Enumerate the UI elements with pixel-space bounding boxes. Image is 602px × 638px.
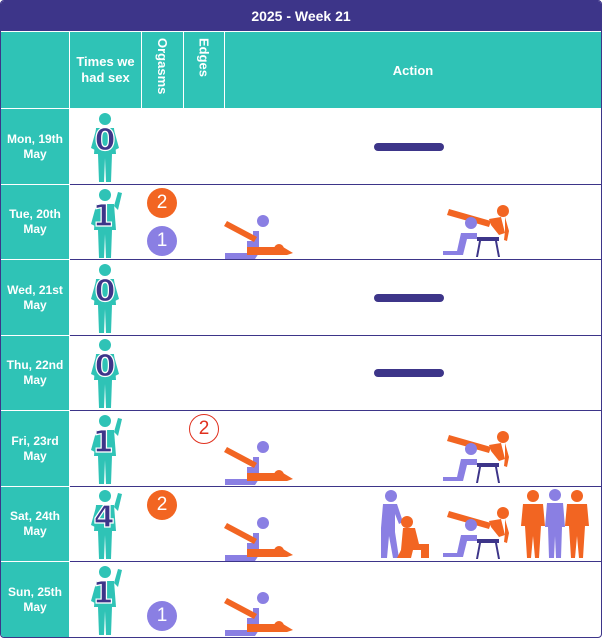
day-label: Sat, 24th May xyxy=(1,487,69,561)
header-divider xyxy=(183,32,184,108)
header-action: Action xyxy=(225,32,601,108)
row-divider xyxy=(69,259,601,260)
orgasm-count-her: 2 xyxy=(147,188,177,218)
times-count: 0 xyxy=(95,274,116,309)
position-doggy-icon xyxy=(224,215,293,259)
row-divider xyxy=(69,335,601,336)
position-kneeling-icon xyxy=(381,490,429,558)
header-edges-label: Edges xyxy=(196,38,212,78)
person-holding-number-icon: 0 xyxy=(91,264,119,333)
day-label: Wed, 21st May xyxy=(1,260,69,335)
times-count: 4 xyxy=(94,500,115,535)
position-doggy-icon xyxy=(224,441,293,485)
times-count: 0 xyxy=(95,123,116,158)
day-label: Tue, 20th May xyxy=(1,185,69,259)
times-count: 1 xyxy=(93,199,114,234)
row-divider xyxy=(69,486,601,487)
times-count: 1 xyxy=(93,576,114,611)
person-holding-number-icon: 1 xyxy=(91,566,122,635)
position-chair-icon xyxy=(443,205,509,257)
column-divider xyxy=(69,32,70,637)
edge-count: 2 xyxy=(189,414,219,444)
position-chair-icon xyxy=(443,507,509,559)
position-doggy-icon xyxy=(224,592,293,636)
header-times: Times we had sex xyxy=(70,32,141,108)
orgasm-count-her: 2 xyxy=(147,490,177,520)
times-count: 0 xyxy=(95,349,116,384)
header-divider xyxy=(141,32,142,108)
person-holding-number-icon: 1 xyxy=(91,189,122,258)
row-divider xyxy=(69,561,601,562)
no-action-dash xyxy=(374,294,444,302)
times-count: 1 xyxy=(93,425,114,460)
day-label: Fri, 23rd May xyxy=(1,411,69,486)
day-label: Mon, 19th May xyxy=(1,109,69,184)
group-three-people-icon xyxy=(521,489,589,558)
orgasm-count-him: 1 xyxy=(147,601,177,631)
orgasm-count-him: 1 xyxy=(147,226,177,256)
no-action-dash xyxy=(374,143,444,151)
row-divider xyxy=(69,184,601,185)
header-times-label: Times we had sex xyxy=(76,54,135,85)
position-doggy-icon xyxy=(224,517,293,561)
week-title: 2025 - Week 21 xyxy=(1,1,601,31)
header-action-label: Action xyxy=(392,62,434,78)
position-chair-icon xyxy=(443,431,509,483)
person-holding-number-icon: 4 xyxy=(91,490,122,559)
day-label: Sun, 25th May xyxy=(1,562,69,637)
header-orgasms-label: Orgasms xyxy=(155,38,170,95)
day-label: Thu, 22nd May xyxy=(1,336,69,410)
header-orgasms: Orgasms xyxy=(142,32,183,108)
person-holding-number-icon: 1 xyxy=(91,415,122,484)
person-holding-number-icon: 0 xyxy=(91,339,119,408)
no-action-dash xyxy=(374,369,444,377)
row-divider xyxy=(69,410,601,411)
header-divider xyxy=(224,32,225,108)
header-day-blank xyxy=(1,32,69,108)
person-holding-number-icon: 0 xyxy=(91,113,119,182)
header-edges: Edges xyxy=(184,32,224,108)
